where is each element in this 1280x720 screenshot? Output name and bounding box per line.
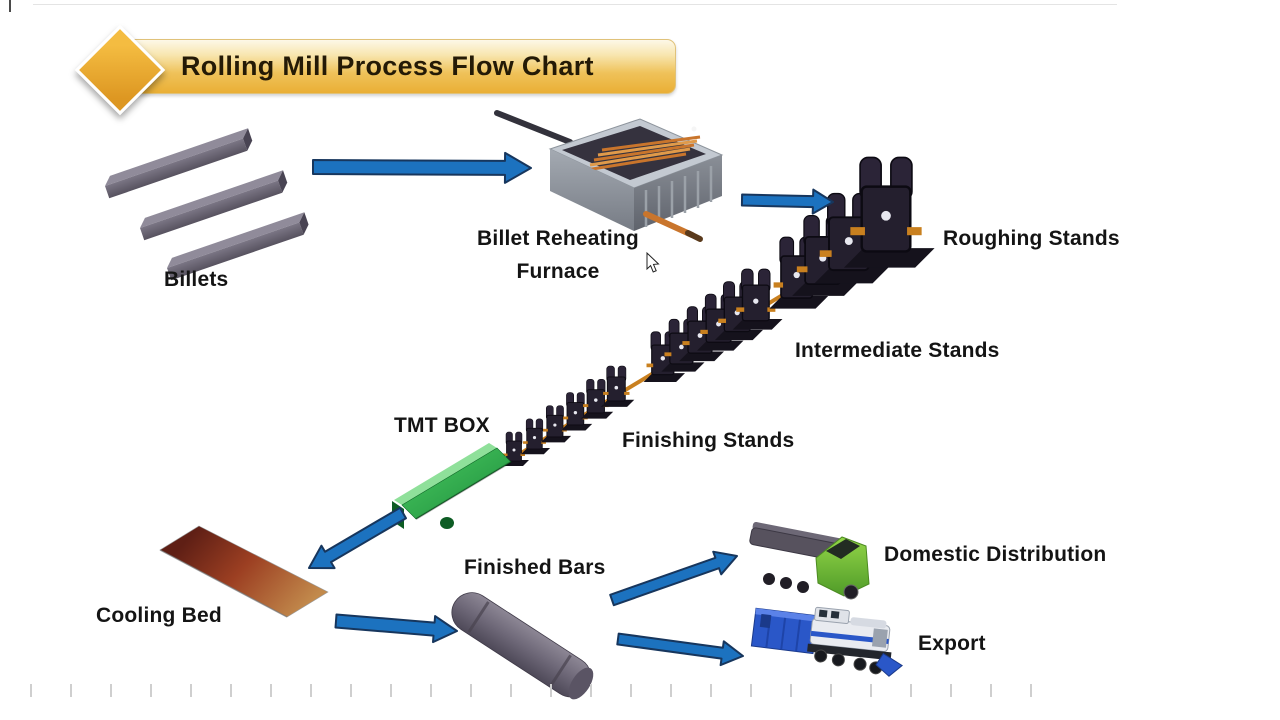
tick-mark xyxy=(390,684,392,697)
tick-mark xyxy=(230,684,232,697)
tick-mark xyxy=(30,684,32,697)
tmt-quench-box-icon xyxy=(392,443,512,529)
tick-mark xyxy=(510,684,512,697)
top-border-line xyxy=(33,4,1117,5)
reheating-furnace-label-line2: Furnace xyxy=(516,260,600,283)
arrow-finishedbars-to-export xyxy=(616,632,744,667)
export-label: Export xyxy=(918,632,986,655)
tick-mark xyxy=(350,684,352,697)
mill-stand-icon xyxy=(600,365,635,408)
mill-stand-icon xyxy=(696,293,745,352)
mill-stand-icon xyxy=(520,418,551,455)
billets-label: Billets xyxy=(164,268,229,291)
train-icon xyxy=(750,606,903,677)
tick-mark xyxy=(150,684,152,697)
tick-mark xyxy=(710,684,712,697)
left-edge-mark xyxy=(9,0,11,12)
mill-stand-icon xyxy=(643,331,686,383)
mill-stand-icon xyxy=(560,392,593,431)
tick-mark xyxy=(750,684,752,697)
mill-stand-icon xyxy=(660,318,706,373)
tick-mark xyxy=(790,684,792,697)
tick-mark xyxy=(1030,684,1032,697)
mill-stand-icon xyxy=(731,268,784,331)
arrow-finishedbars-to-domestic xyxy=(609,550,738,607)
truck-icon xyxy=(749,522,870,600)
tick-mark xyxy=(550,684,552,697)
rolling-line xyxy=(500,156,936,467)
arrow-coolingbed-to-finishedbars xyxy=(334,613,458,644)
arrow-billets-to-furnace xyxy=(312,151,532,184)
mill-stand-icon xyxy=(580,378,614,420)
finishing-stands-label: Finishing Stands xyxy=(622,429,795,452)
arrow-tmtbox-to-coolingbed xyxy=(308,506,407,570)
reheating-furnace-icon xyxy=(494,110,724,242)
domestic-distribution-label: Domestic Distribution xyxy=(884,543,1107,566)
roughing-stands-label: Roughing Stands xyxy=(943,227,1120,250)
title-banner: Rolling Mill Process Flow Chart xyxy=(118,39,676,94)
tick-mark xyxy=(190,684,192,697)
tick-mark xyxy=(630,684,632,697)
cooling-bed-label: Cooling Bed xyxy=(96,604,222,627)
intermediate-stands-label: Intermediate Stands xyxy=(795,339,1000,362)
mill-stand-icon xyxy=(678,306,725,362)
mill-stand-icon xyxy=(714,281,764,341)
tick-mark xyxy=(990,684,992,697)
tick-mark xyxy=(830,684,832,697)
mill-stand-icon xyxy=(500,431,530,467)
tick-mark xyxy=(110,684,112,697)
reheating-furnace-label-line1: Billet Reheating xyxy=(477,227,639,250)
mill-stand-icon xyxy=(768,236,829,310)
tick-mark xyxy=(670,684,672,697)
tick-mark xyxy=(950,684,952,697)
tick-mark xyxy=(70,684,72,697)
steel-billets-icon xyxy=(105,128,309,281)
tick-mark xyxy=(910,684,912,697)
arrow-furnace-to-roughing xyxy=(740,188,834,215)
finished-bars-label: Finished Bars xyxy=(464,556,606,579)
mill-stand-icon xyxy=(791,214,860,297)
mill-stand-icon xyxy=(842,156,936,269)
tick-mark xyxy=(870,684,872,697)
tick-mark xyxy=(310,684,312,697)
tick-mark xyxy=(590,684,592,697)
tick-mark xyxy=(270,684,272,697)
reheating-furnace-label: Billet Reheating Furnace xyxy=(458,222,658,288)
mill-stand-icon xyxy=(813,192,890,285)
bar-bundle-icon xyxy=(451,592,594,700)
mill-stand-icon xyxy=(540,405,572,443)
page-title: Rolling Mill Process Flow Chart xyxy=(181,51,594,81)
tmt-box-label: TMT BOX xyxy=(394,414,490,437)
tick-mark xyxy=(470,684,472,697)
tick-mark xyxy=(430,684,432,697)
